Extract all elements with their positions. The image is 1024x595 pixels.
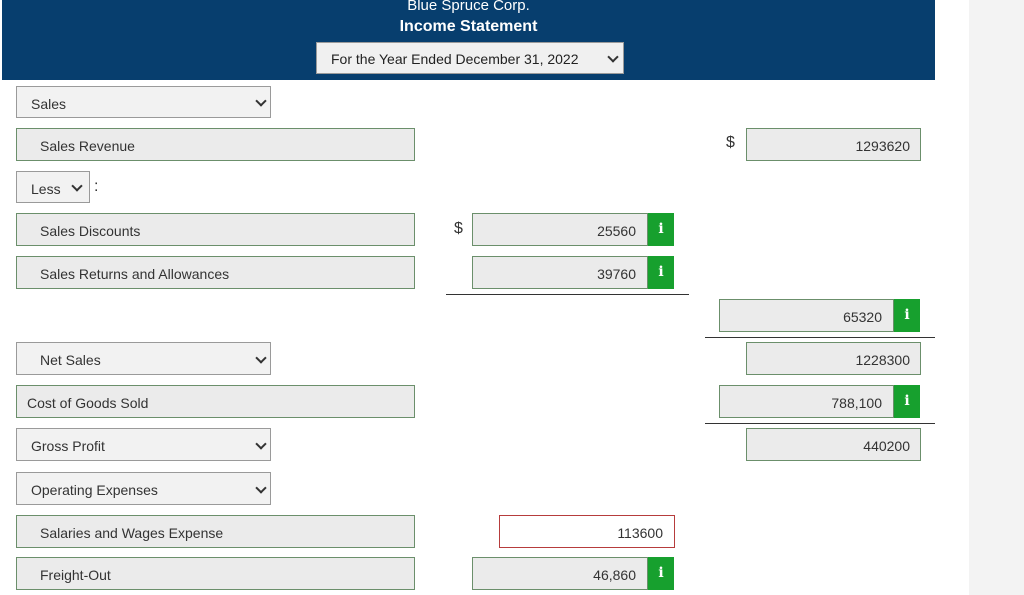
sales-returns-label: Sales Returns and Allowances <box>40 266 230 282</box>
right-gutter <box>969 0 1024 595</box>
sales-discounts-value: 25560 <box>597 223 636 239</box>
sales-revenue-amount[interactable]: 1293620 <box>746 128 921 161</box>
sales-returns-amount[interactable]: 39760 <box>472 256 648 289</box>
total-deductions-amount[interactable]: 65320 <box>719 299 894 332</box>
gross-profit-value: 440200 <box>863 438 910 454</box>
info-icon[interactable]: i <box>648 557 674 590</box>
chevron-down-icon <box>255 352 267 364</box>
chevron-down-icon <box>255 438 267 450</box>
chevron-down-icon <box>71 180 83 192</box>
chevron-down-icon <box>607 51 619 63</box>
freight-out-label-field[interactable]: Freight-Out <box>16 557 415 590</box>
sales-select-label: Sales <box>31 96 67 112</box>
subtotal-rule <box>705 337 935 338</box>
statement-title: Income Statement <box>399 18 538 35</box>
company-name: Blue Spruce Corp. <box>407 0 530 14</box>
sales-revenue-label: Sales Revenue <box>40 138 135 154</box>
sales-returns-value: 39760 <box>597 266 636 282</box>
gross-profit-select[interactable]: Gross Profit <box>16 428 271 461</box>
sales-discounts-amount[interactable]: 25560 <box>472 213 648 246</box>
net-sales-value: 1228300 <box>855 352 910 368</box>
sales-discounts-label: Sales Discounts <box>40 223 141 239</box>
freight-out-label: Freight-Out <box>40 567 111 583</box>
statement-header: Blue Spruce Corp. Income Statement For t… <box>2 0 935 80</box>
cogs-value: 788,100 <box>831 395 882 411</box>
operating-expenses-select[interactable]: Operating Expenses <box>16 472 271 505</box>
period-select-label: For the Year Ended December 31, 2022 <box>331 51 579 67</box>
info-icon[interactable]: i <box>648 213 674 246</box>
total-deductions-value: 65320 <box>843 309 882 325</box>
info-icon[interactable]: i <box>894 299 920 332</box>
salaries-label: Salaries and Wages Expense <box>40 525 224 541</box>
info-icon[interactable]: i <box>894 385 920 418</box>
chevron-down-icon <box>255 482 267 494</box>
net-sales-select[interactable]: Net Sales <box>16 342 271 375</box>
salaries-label-field[interactable]: Salaries and Wages Expense <box>16 515 415 548</box>
info-icon[interactable]: i <box>648 256 674 289</box>
subtotal-rule <box>446 294 689 295</box>
freight-out-value: 46,860 <box>593 567 636 583</box>
salaries-value: 113600 <box>617 525 663 541</box>
less-colon: : <box>94 178 99 195</box>
salaries-amount[interactable]: 113600 <box>499 515 675 548</box>
sales-select[interactable]: Sales <box>16 86 271 118</box>
sales-discounts-label-field[interactable]: Sales Discounts <box>16 213 415 246</box>
net-sales-select-label: Net Sales <box>40 352 101 368</box>
subtotal-rule <box>705 423 935 424</box>
cogs-label: Cost of Goods Sold <box>27 395 149 411</box>
chevron-down-icon <box>255 95 267 107</box>
sales-revenue-label-field[interactable]: Sales Revenue <box>16 128 415 161</box>
less-select[interactable]: Less <box>16 171 90 203</box>
currency-symbol: $ <box>454 220 463 237</box>
cogs-amount[interactable]: 788,100 <box>719 385 894 418</box>
operating-expenses-select-label: Operating Expenses <box>31 482 158 498</box>
currency-symbol: $ <box>726 134 735 151</box>
cogs-label-field[interactable]: Cost of Goods Sold <box>16 385 415 418</box>
sales-returns-label-field[interactable]: Sales Returns and Allowances <box>16 256 415 289</box>
less-select-label: Less <box>31 181 61 197</box>
sales-revenue-value: 1293620 <box>855 138 910 154</box>
net-sales-amount[interactable]: 1228300 <box>746 342 921 375</box>
gross-profit-amount[interactable]: 440200 <box>746 428 921 461</box>
gross-profit-select-label: Gross Profit <box>31 438 105 454</box>
freight-out-amount[interactable]: 46,860 <box>472 557 648 590</box>
period-select[interactable]: For the Year Ended December 31, 2022 <box>316 42 624 74</box>
